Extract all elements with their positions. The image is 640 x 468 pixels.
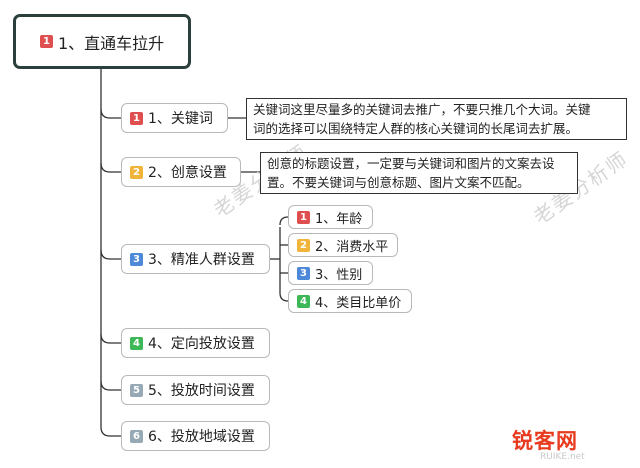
- node-region[interactable]: 6 6、投放地域设置: [121, 421, 270, 451]
- note-keywords: 关键词这里尽量多的关键词去推广，不要只推几个大词。关键 词的选择可以围绕特定人群…: [246, 98, 627, 140]
- subnode-label: 3、性别: [315, 267, 363, 283]
- priority-badge: 4: [297, 294, 310, 308]
- subnode-label: 2、消费水平: [315, 239, 389, 255]
- priority-badge: 3: [297, 266, 310, 280]
- subnode-category-price[interactable]: 4 4、类目比单价: [288, 289, 412, 313]
- subnode-label: 1、年龄: [315, 211, 363, 227]
- node-label: 4、定向投放设置: [148, 336, 255, 352]
- priority-badge: 6: [130, 429, 143, 443]
- subnode-gender[interactable]: 3 3、性别: [288, 261, 373, 285]
- subnode-age[interactable]: 1 1、年龄: [288, 205, 373, 229]
- priority-badge: 1: [130, 111, 143, 125]
- node-label: 1、关键词: [148, 111, 213, 127]
- node-time[interactable]: 5 5、投放时间设置: [121, 375, 270, 405]
- note-creative: 创意的标题设置，一定要与关键词和图片的文案去设 置。不要关键词与创意标题、图片文…: [260, 152, 578, 194]
- priority-badge: 1: [297, 210, 310, 224]
- priority-badge: 1: [40, 35, 53, 48]
- priority-badge: 2: [130, 165, 143, 179]
- priority-badge: 4: [130, 336, 143, 350]
- node-label: 6、投放地域设置: [148, 429, 255, 445]
- priority-badge: 2: [297, 238, 310, 252]
- note-line: 置。不要关键词与创意标题、图片文案不匹配。: [267, 175, 530, 190]
- note-line: 创意的标题设置，一定要与关键词和图片的文案去设: [267, 156, 555, 171]
- node-creative[interactable]: 2 2、创意设置: [121, 157, 241, 187]
- node-label: 2、创意设置: [148, 165, 227, 181]
- branch-line-3: [100, 249, 121, 260]
- node-audience[interactable]: 3 3、精准人群设置: [121, 244, 270, 274]
- note-line: 词的选择可以围绕特定人群的核心关键词的长尾词去扩展。: [253, 121, 579, 136]
- branch-line-1: [100, 108, 121, 119]
- branch-line-2: [100, 162, 121, 173]
- priority-badge: 3: [130, 252, 143, 266]
- sub-line-1: [279, 216, 289, 226]
- root-label: 1、直通车拉升: [58, 33, 165, 53]
- branch-line-5: [100, 380, 121, 391]
- node-targeting[interactable]: 4 4、定向投放设置: [121, 328, 270, 358]
- node-label: 3、精准人群设置: [148, 252, 255, 268]
- brand-watermark-sub: RUIKE.net: [540, 452, 585, 462]
- note-line: 关键词这里尽量多的关键词去推广，不要只推几个大词。关键: [253, 102, 591, 117]
- subnode-label: 4、类目比单价: [315, 295, 402, 311]
- root-node[interactable]: 1 1、直通车拉升: [13, 14, 191, 69]
- branch-line-4: [100, 333, 121, 344]
- sub-trunk: [279, 227, 289, 302]
- trunk-line: [100, 69, 121, 437]
- priority-badge: 5: [130, 383, 143, 397]
- subnode-spending[interactable]: 2 2、消费水平: [288, 233, 398, 257]
- node-keywords[interactable]: 1 1、关键词: [121, 103, 228, 133]
- brand-watermark: 锐客网: [512, 429, 578, 453]
- node-label: 5、投放时间设置: [148, 383, 255, 399]
